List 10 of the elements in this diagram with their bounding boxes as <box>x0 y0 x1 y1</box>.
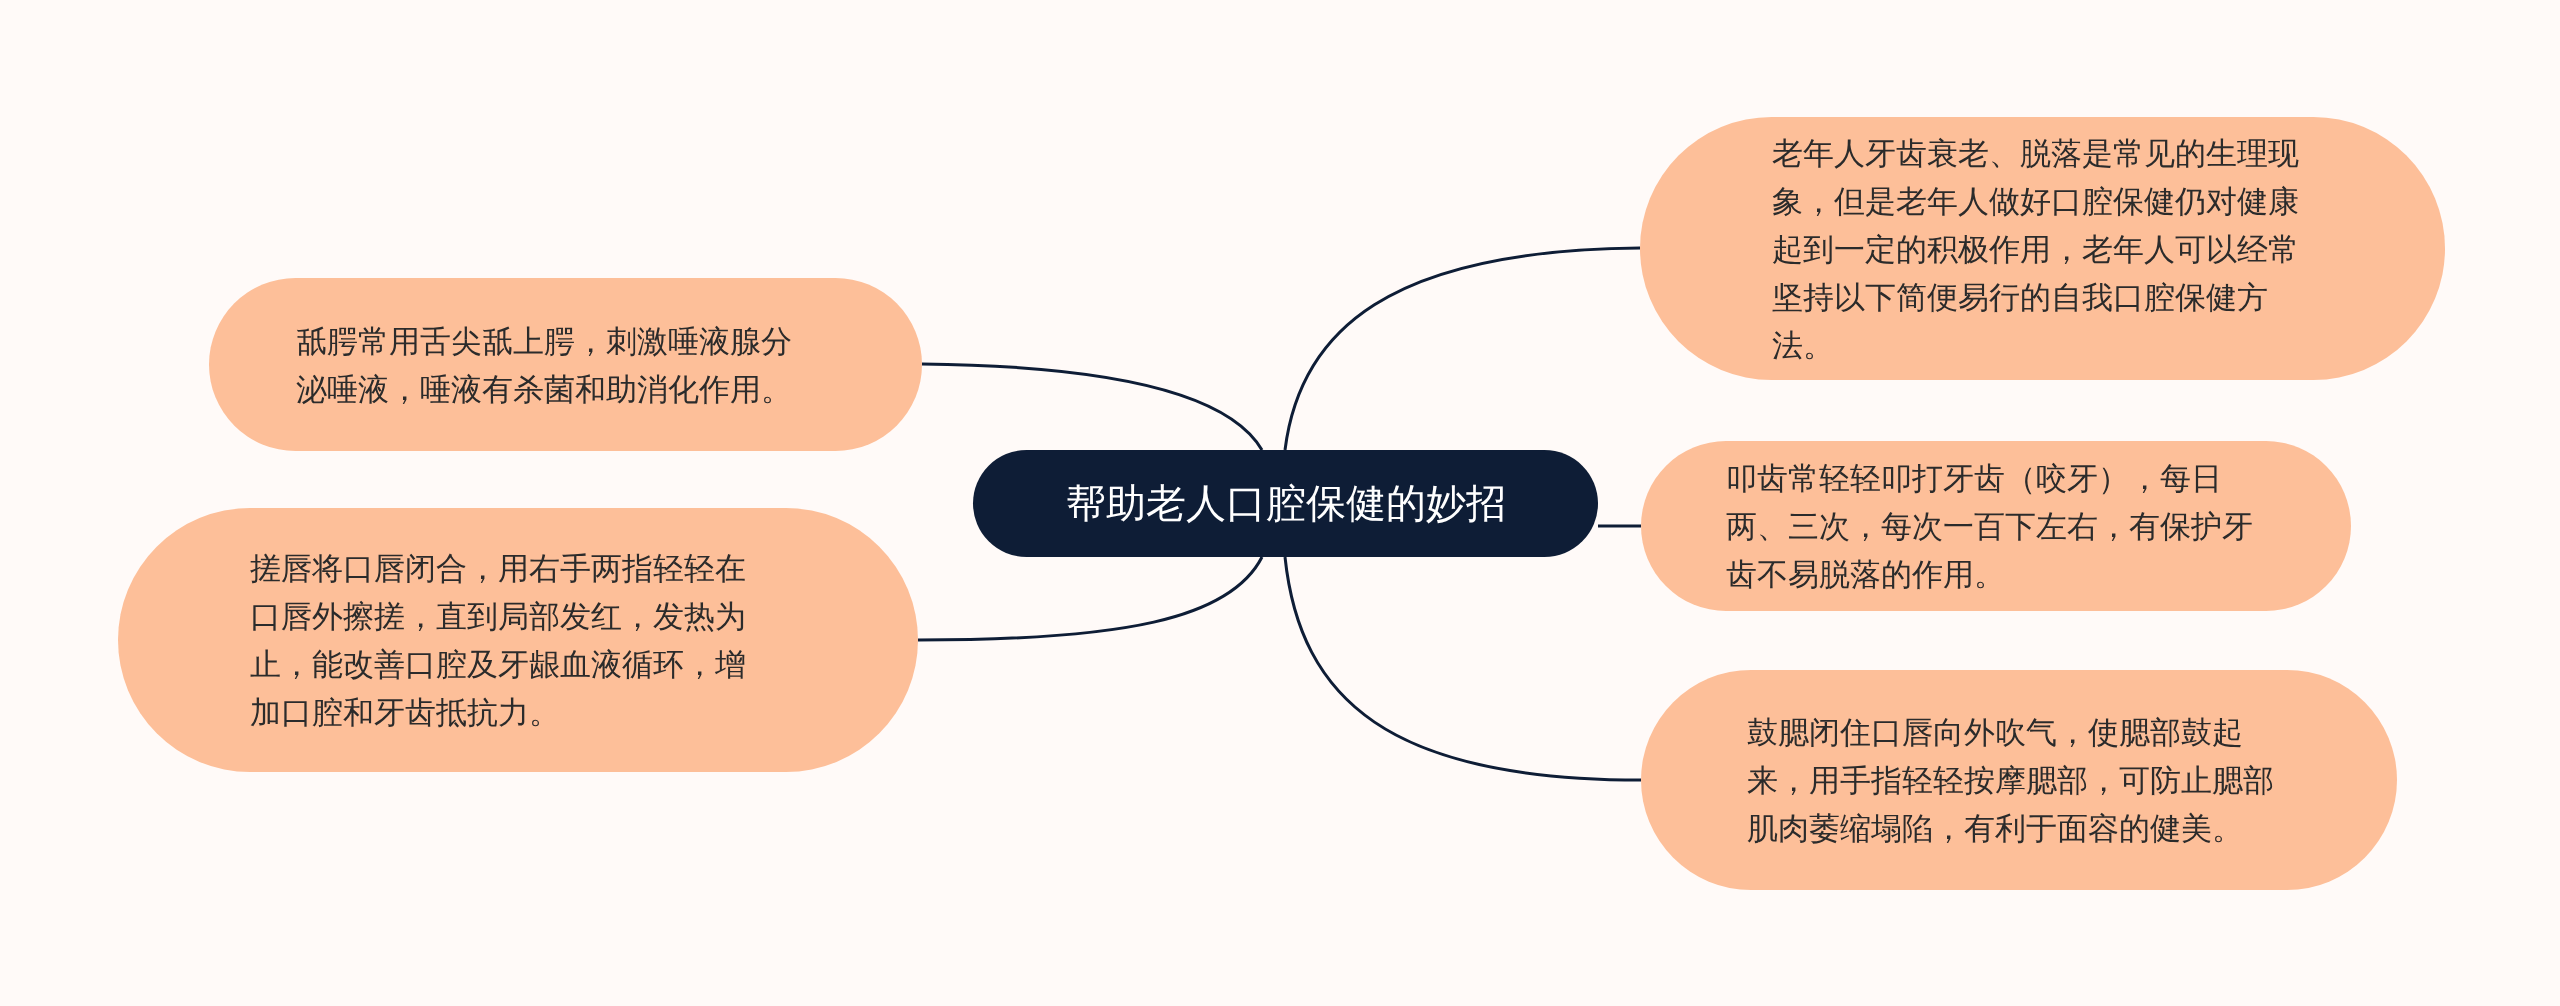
central-topic-text: 帮助老人口腔保健的妙招 <box>1065 479 1506 528</box>
topic-text: 叩齿常轻轻叩打牙齿（咬牙），每日两、三次，每次一百下左右，有保护牙齿不易脱落的作用。 <box>1726 459 2254 594</box>
topic-text: 搓唇将口唇闭合，用右手两指轻轻在口唇外擦搓，直到局部发红，发热为止，能改善口腔及牙龈血液循环，增加口腔和牙齿抵抗力。 <box>250 549 747 732</box>
connector-line <box>918 556 1264 642</box>
topic-text: 舐腭常用舌尖舐上腭，刺激唾液腺分泌唾液，唾液有杀菌和助消化作用。 <box>296 321 793 409</box>
connector-line <box>1598 524 1641 528</box>
topic-text: 鼓腮闭住口唇向外吹气，使腮部鼓起来，用手指轻轻按摩腮部，可防止腮部肌肉萎缩塌陷，有利于面容的健美。 <box>1747 713 2275 848</box>
connector-line <box>921 362 1264 451</box>
connector-line <box>1283 246 1641 451</box>
topic-text: 老年人牙齿衰老、脱落是常见的生理现象，但是老年人做好口腔保健仍对健康起到一定的积极作用，老年人可以经常坚持以下简便易行的自我口腔保健方法。 <box>1772 133 2300 365</box>
